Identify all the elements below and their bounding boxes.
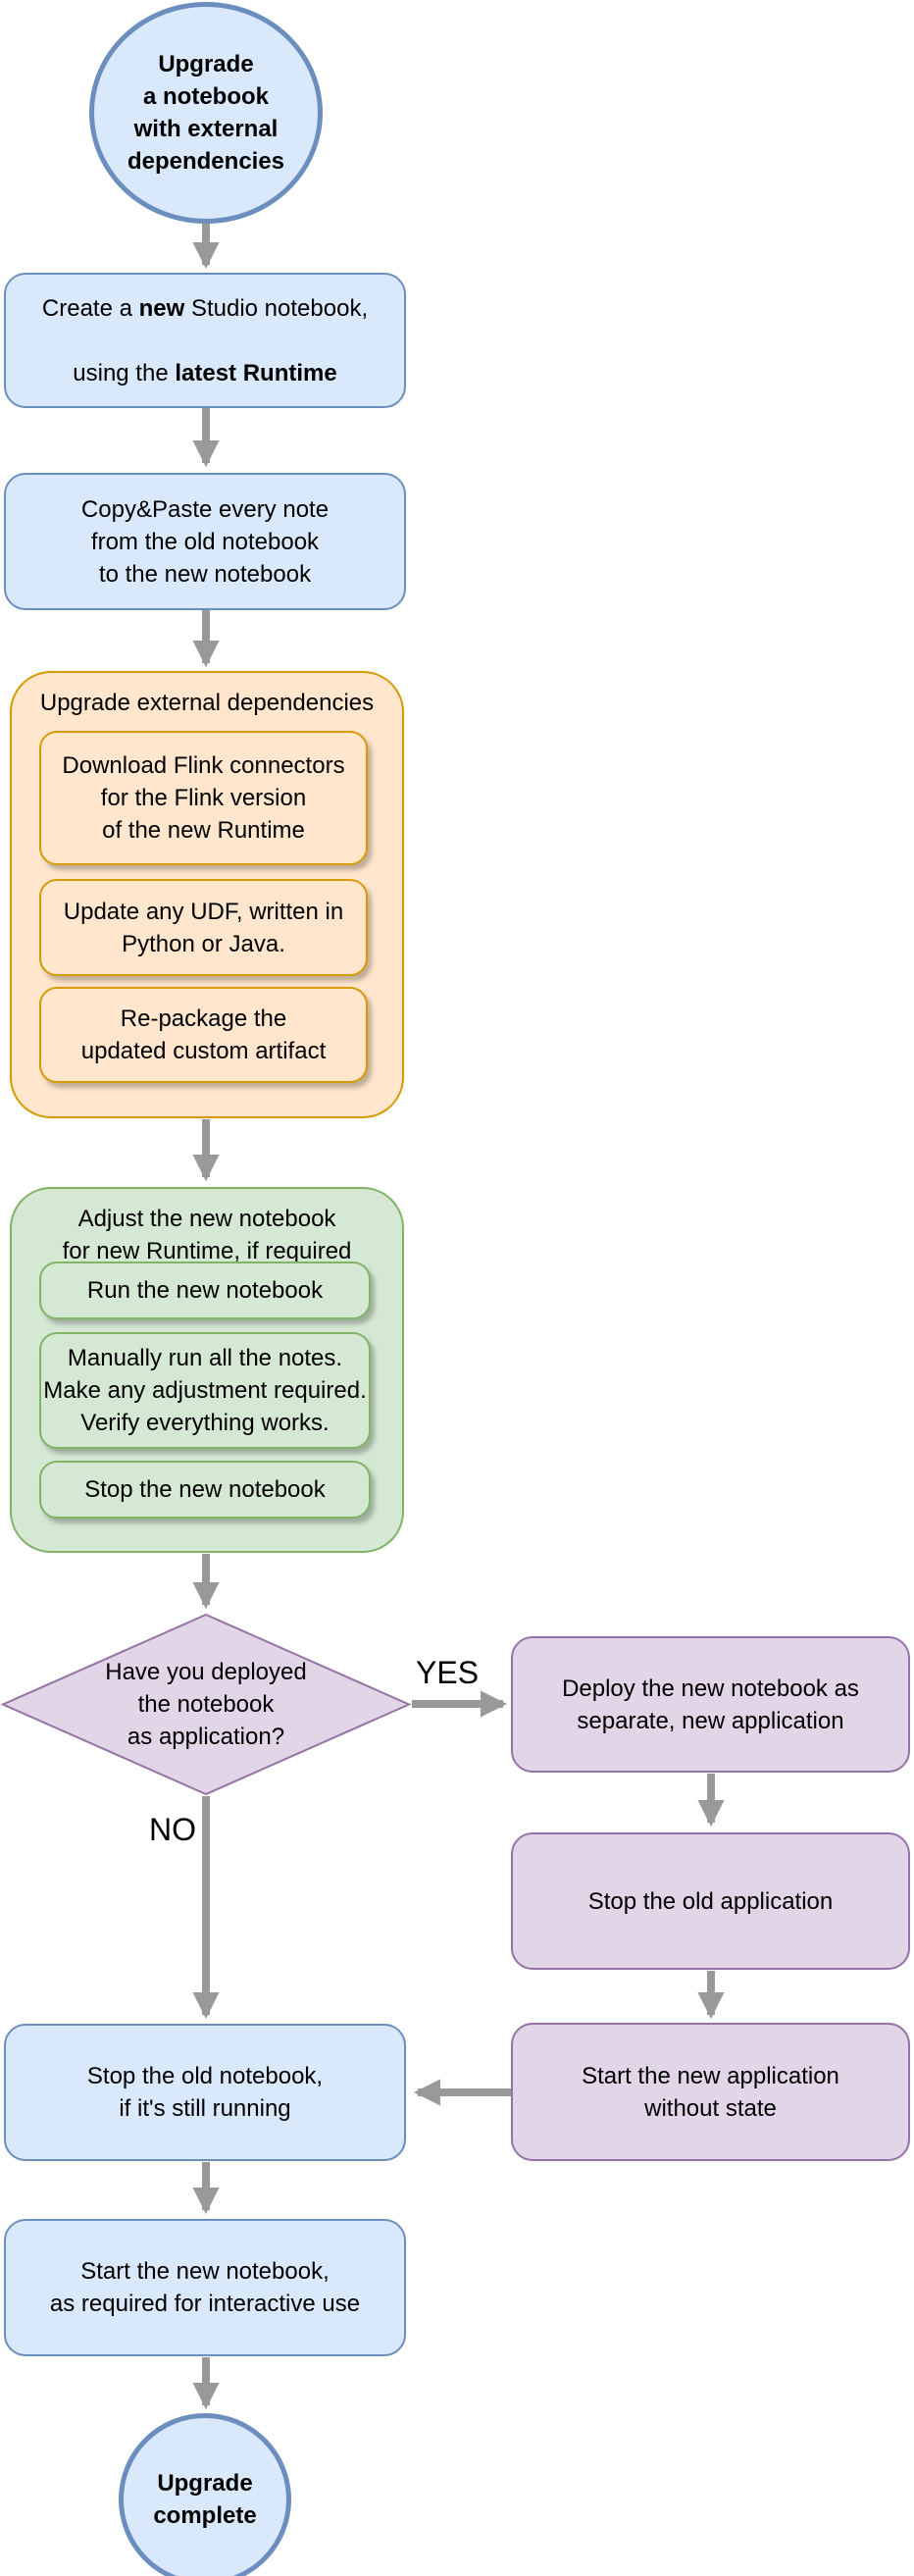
- deployed-decision-label: Have you deployed the notebook as applic…: [105, 1659, 307, 1750]
- diamond-shape: [1, 1613, 411, 1796]
- run-notebook-label: Run the new notebook: [86, 1277, 324, 1304]
- repackage-artifact-label: Re-package the updated custom artifact: [80, 1005, 327, 1064]
- manual-run-label: Manually run all the notes. Make any adj…: [43, 1345, 367, 1436]
- update-udf-box: Update any UDF, written in Python or Jav…: [39, 879, 368, 976]
- create-notebook-box: Create a new Studio notebook, using the …: [4, 273, 406, 408]
- download-connectors-box: Download Flink connectors for the Flink …: [39, 731, 368, 865]
- upgrade-dependencies-title: Upgrade external dependencies: [39, 690, 375, 716]
- manual-run-box: Manually run all the notes. Make any adj…: [39, 1332, 371, 1449]
- start-new-application-label: Start the new application without state: [582, 2062, 839, 2122]
- download-connectors-label: Download Flink connectors for the Flink …: [62, 752, 345, 844]
- end-node-label: Upgrade complete: [153, 2470, 257, 2529]
- start-new-notebook-box: Start the new notebook, as required for …: [4, 2219, 406, 2356]
- adjust-notebook-title: Adjust the new notebook for new Runtime,…: [62, 1206, 352, 1264]
- update-udf-label: Update any UDF, written in Python or Jav…: [63, 898, 344, 957]
- copy-paste-box: Copy&Paste every note from the old noteb…: [4, 473, 406, 610]
- create-notebook-label: Create a new Studio notebook, using the …: [41, 294, 369, 386]
- stop-old-application-label: Stop the old application: [587, 1887, 834, 1915]
- stop-new-notebook-label: Stop the new notebook: [84, 1476, 326, 1503]
- repackage-artifact-box: Re-package the updated custom artifact: [39, 987, 368, 1083]
- start-node: Upgrade a notebook with external depende…: [89, 2, 323, 224]
- no-edge-label: NO: [149, 1812, 196, 1847]
- stop-new-notebook-box: Stop the new notebook: [39, 1461, 371, 1519]
- start-new-application-box: Start the new application without state: [511, 2023, 910, 2161]
- stop-old-notebook-box: Stop the old notebook, if it's still run…: [4, 2024, 406, 2161]
- end-node: Upgrade complete: [119, 2413, 291, 2576]
- start-new-notebook-label: Start the new notebook, as required for …: [49, 2258, 361, 2317]
- yes-edge-label: YES: [416, 1655, 480, 1690]
- stop-old-application-box: Stop the old application: [511, 1832, 910, 1970]
- run-notebook-box: Run the new notebook: [39, 1262, 371, 1319]
- deploy-application-box: Deploy the new notebook as separate, new…: [511, 1636, 910, 1773]
- deployed-decision-diamond: Have you deployed the notebook as applic…: [1, 1613, 411, 1796]
- stop-old-notebook-label: Stop the old notebook, if it's still run…: [86, 2063, 324, 2122]
- copy-paste-label: Copy&Paste every note from the old noteb…: [80, 495, 330, 588]
- deploy-application-label: Deploy the new notebook as separate, new…: [562, 1674, 859, 1734]
- start-node-label: Upgrade a notebook with external depende…: [127, 51, 285, 175]
